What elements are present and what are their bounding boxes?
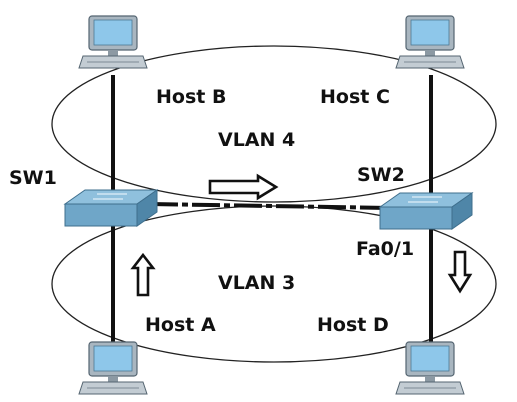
- desktop-computer-icon: [395, 15, 465, 69]
- desktop-computer-icon: [78, 341, 148, 395]
- host-c-label: Host C: [320, 86, 390, 108]
- switch-icon: [64, 189, 158, 227]
- vlan-4-ellipse: [51, 45, 497, 203]
- desktop-computer-icon: [395, 341, 465, 395]
- vlan-4-label: VLAN 4: [218, 129, 295, 151]
- sw1-label: SW1: [9, 167, 57, 189]
- vlan-3-label: VLAN 3: [218, 272, 295, 294]
- host-b-label: Host B: [156, 86, 226, 108]
- arrow-down-icon: [447, 250, 473, 294]
- sw2-label: SW2: [357, 164, 405, 186]
- port-label: Fa0/1: [356, 238, 414, 260]
- desktop-computer-icon: [78, 15, 148, 69]
- vlan-3-ellipse: [51, 205, 497, 363]
- switch-icon: [379, 192, 473, 230]
- host-d-label: Host D: [317, 314, 389, 336]
- host-a-label: Host A: [145, 314, 216, 336]
- trunk-link: [149, 202, 393, 210]
- arrow-right-icon: [208, 173, 279, 201]
- arrow-up-icon: [130, 252, 156, 297]
